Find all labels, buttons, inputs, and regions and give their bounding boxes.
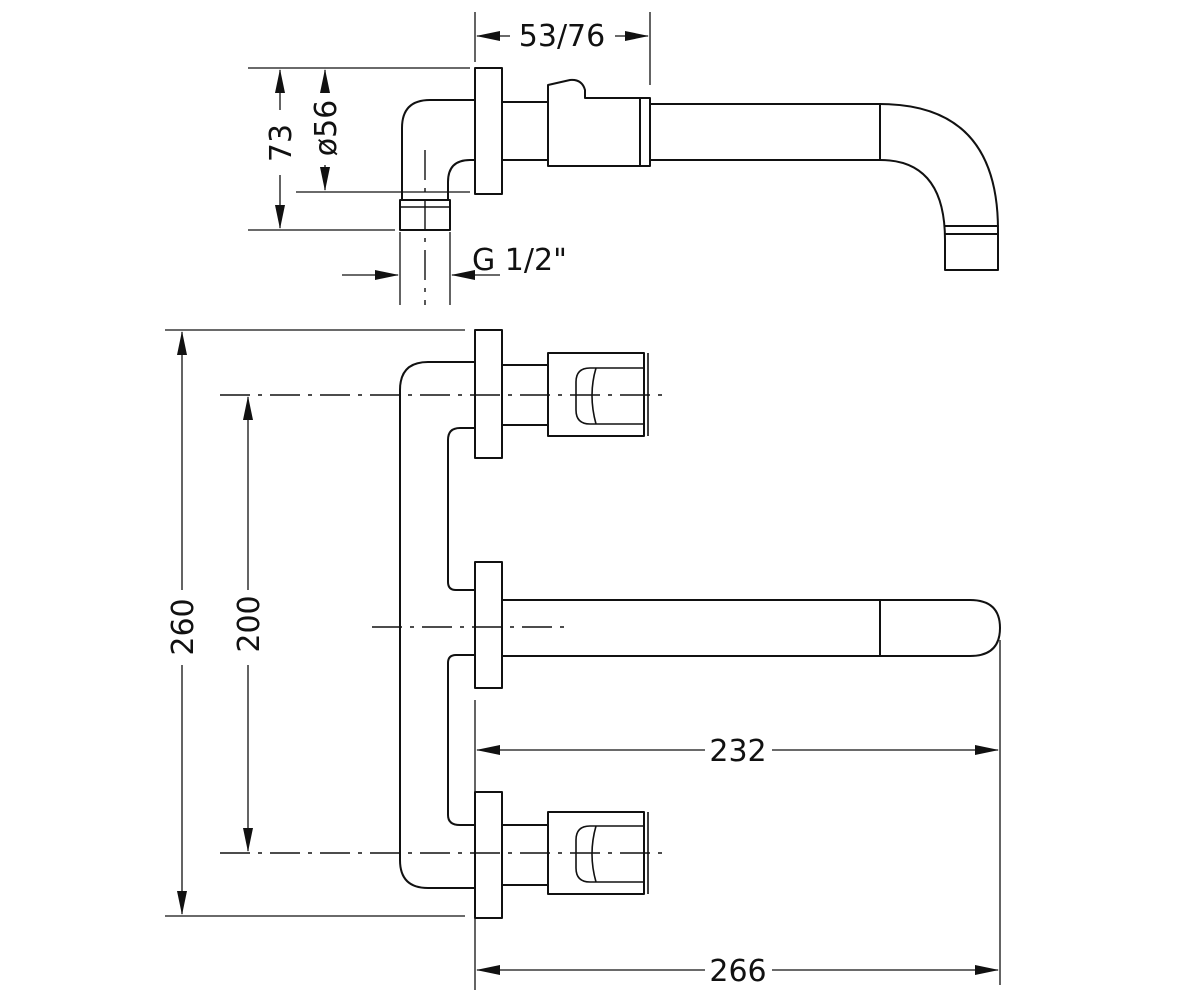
side-handle-body	[547, 78, 641, 167]
front-inner-pipe	[447, 427, 476, 826]
dim-top-height: 73	[264, 124, 299, 162]
dim-top-diameter: ø56	[309, 100, 344, 157]
dim-thread: G 1/2"	[472, 243, 567, 278]
dim-top-depth: 53/76	[519, 19, 605, 54]
side-view	[399, 67, 999, 305]
front-spout-flange	[474, 561, 503, 689]
front-outer-pipe	[399, 361, 476, 889]
dim-overall-height: 260	[166, 598, 201, 655]
dim-handle-spacing: 200	[232, 595, 267, 652]
front-spout	[501, 599, 1001, 657]
side-body-ring	[639, 97, 651, 167]
side-inlet-elbow	[401, 99, 476, 201]
dim-overall-depth: 266	[709, 954, 766, 989]
front-lower-flange	[474, 791, 503, 919]
side-spout	[649, 103, 999, 271]
front-view	[220, 329, 1001, 919]
side-view-dimensions: 53/76 73 ø56 G 1/2"	[248, 12, 651, 305]
dim-spout-projection: 232	[709, 734, 766, 769]
front-upper-flange	[474, 329, 503, 459]
side-wall-flange	[474, 67, 503, 195]
front-view-dimensions: 260 200 232 266	[165, 329, 1001, 990]
